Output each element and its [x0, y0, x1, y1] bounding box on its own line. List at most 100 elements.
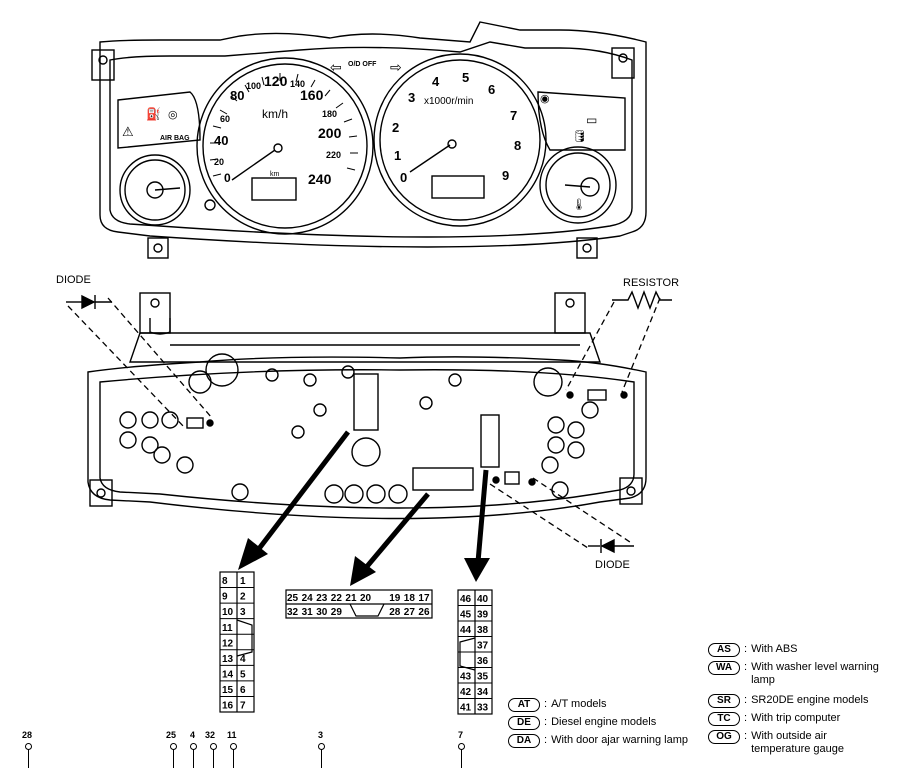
connector-pin: 43 — [460, 672, 472, 683]
legend-desc: SR20DE engine models — [751, 694, 869, 706]
connector-pin: 40 — [477, 594, 489, 605]
tachometer-tick-3: 3 — [408, 90, 415, 105]
connector-pin: 26 — [418, 607, 430, 618]
tachometer-tick-4: 4 — [432, 74, 440, 89]
diode-label-left: DIODE — [56, 274, 91, 286]
tachometer-tick-0: 0 — [400, 170, 407, 185]
cluster-rear-view — [87, 292, 647, 520]
connector-pin: 2 — [240, 592, 246, 603]
connector-pin: 1 — [240, 576, 246, 587]
diode-symbol-left — [66, 294, 112, 310]
speedometer-tick-0: 0 — [224, 171, 231, 185]
terminal-pin-28: 28 — [22, 730, 33, 740]
connector-pin: 7 — [240, 701, 246, 712]
resistor-label: RESISTOR — [623, 277, 680, 289]
connector-pin: 44 — [460, 625, 472, 636]
connector-pin: 31 — [302, 607, 314, 618]
connector-pin: 35 — [477, 672, 489, 683]
legend-desc: A/T models — [551, 698, 607, 710]
connector-pin: 6 — [240, 685, 246, 696]
connector-pin: 18 — [404, 593, 416, 604]
connector-pin: 34 — [477, 687, 489, 698]
connector-pin: 10 — [222, 607, 234, 618]
connector-pin: 14 — [222, 669, 234, 680]
tachometer-labels: 0 1 2 3 4 5 6 7 8 9 x1000r/min — [392, 70, 521, 185]
connector-pin: 19 — [389, 593, 401, 604]
legend-sr: SR : SR20DE engine models — [708, 694, 908, 708]
terminal-pin-7: 7 — [458, 730, 464, 740]
speedometer-tick-80: 80 — [230, 88, 244, 103]
connector-pin: 17 — [418, 593, 430, 604]
terminal-pin-25: 25 — [166, 730, 177, 740]
legend-og: OG : With outside air temperature gauge — [708, 730, 908, 756]
connector-pin: 28 — [389, 607, 401, 618]
terminal-pin-4: 4 — [190, 730, 196, 740]
airbag-indicator: AIR BAG — [160, 135, 190, 142]
legend-da: DA : With door ajar warning lamp — [508, 734, 708, 748]
speedometer-tick-40: 40 — [214, 133, 228, 148]
connector-pin: 32 — [287, 607, 299, 618]
connector-pin: 42 — [460, 687, 472, 698]
connector-pin: 45 — [460, 610, 472, 621]
legend-code: OG — [708, 730, 740, 744]
legend-as: AS : With ABS — [708, 643, 908, 657]
cluster-front-view — [91, 21, 647, 259]
speedometer-labels: 0 20 40 60 80 100 120 140 160 180 200 22… — [214, 73, 342, 187]
legend-code: TC — [708, 712, 740, 726]
legend-de: DE : Diesel engine models — [508, 716, 708, 730]
terminal-pin-3: 3 — [318, 730, 324, 740]
legend-code: DE — [508, 716, 540, 730]
connector-pin: 22 — [331, 593, 343, 604]
connector-pin: 37 — [477, 641, 489, 652]
connector-pin: 11 — [222, 623, 233, 634]
tachometer-unit: x1000r/min — [424, 96, 473, 107]
connector-pin: 39 — [477, 610, 489, 621]
tachometer-tick-7: 7 — [510, 108, 517, 123]
legend-desc: With trip computer — [751, 712, 841, 724]
speedometer-tick-240: 240 — [308, 171, 332, 187]
od-off-indicator: O/D OFF — [348, 61, 377, 68]
tachometer-tick-6: 6 — [488, 82, 495, 97]
tachometer-tick-9: 9 — [502, 168, 509, 183]
connector-pin: 30 — [316, 607, 328, 618]
connector-left-block — [219, 571, 255, 713]
speedometer-tick-220: 220 — [326, 150, 341, 160]
legend-at: AT : A/T models — [508, 698, 708, 712]
legend-desc: Diesel engine models — [551, 716, 657, 728]
connector-pin: 36 — [477, 656, 489, 667]
connector-pin: 9 — [222, 592, 228, 603]
connector-middle-block — [285, 589, 433, 619]
tachometer-tick-2: 2 — [392, 120, 399, 135]
temp-icon: 🌡 — [572, 198, 586, 211]
abs-icon: ◉ — [540, 93, 550, 105]
connector-pin: 12 — [222, 638, 234, 649]
speedometer-tick-120: 120 — [264, 73, 288, 89]
speedometer-ticks — [209, 73, 358, 177]
connector-pin: 38 — [477, 625, 489, 636]
connector-pin: 15 — [222, 685, 234, 696]
legend-desc: With outside air temperature gauge — [751, 730, 845, 755]
legend-code: WA — [708, 661, 740, 675]
speedometer-tick-100: 100 — [246, 81, 261, 91]
terminal-pin-11: 11 — [227, 730, 237, 740]
connector-pin: 21 — [345, 593, 357, 604]
speedometer-tick-140: 140 — [290, 79, 305, 89]
speedometer-unit: km/h — [262, 107, 288, 121]
legend-code: AT — [508, 698, 540, 712]
legend-desc: With ABS — [751, 643, 798, 655]
connector-pin: 4 — [240, 654, 246, 665]
diode-symbol-right — [588, 538, 634, 554]
legend-code: SR — [708, 694, 740, 708]
legend-code: DA — [508, 734, 540, 748]
speedometer-tick-60: 60 — [220, 114, 230, 124]
warning-icon: ⚠ — [122, 124, 134, 139]
tachometer-tick-8: 8 — [514, 138, 521, 153]
legend-code: AS — [708, 643, 740, 657]
terminal-pin-32: 32 — [205, 730, 216, 740]
connector-pin: 5 — [240, 669, 246, 680]
connector-pin: 33 — [477, 703, 489, 714]
oil-icon: 🛢 — [572, 129, 587, 143]
